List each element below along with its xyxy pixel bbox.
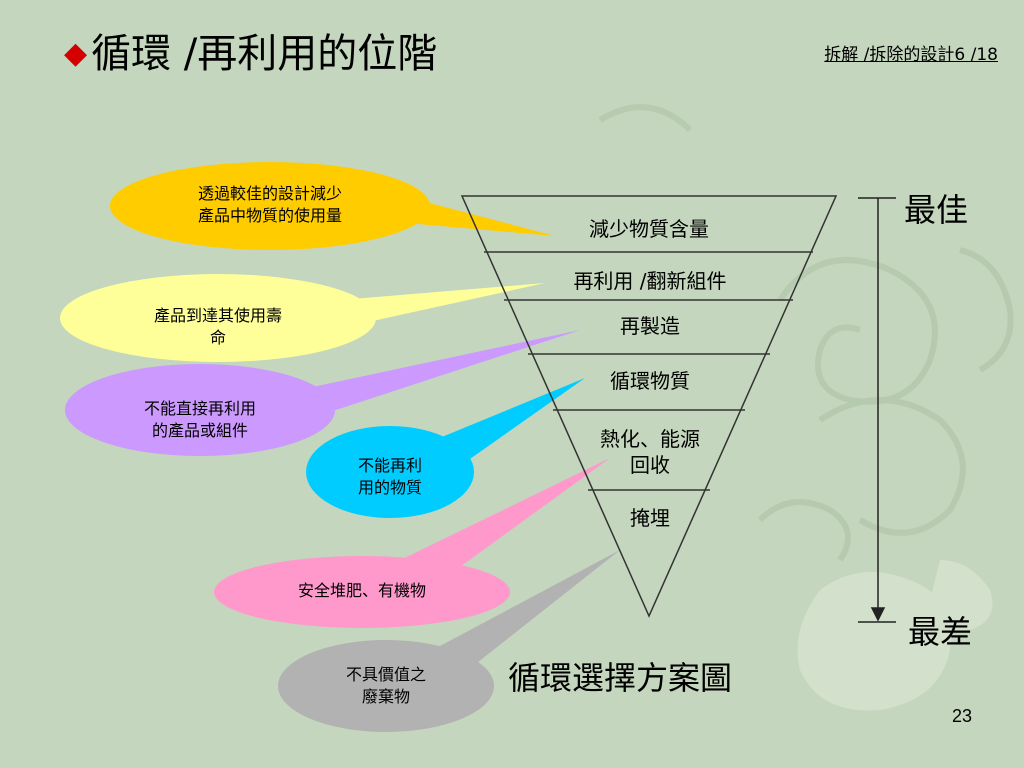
page-number: 23 [952,706,973,726]
callout-non-reusable-materials [306,378,585,518]
callout-compost [214,458,610,628]
callout-reduce [110,162,555,250]
diamond-bullet-icon: ◆ [64,36,88,71]
inverted-pyramid [460,195,838,618]
slide-title: ◆循環 /再利用的位階 [64,31,438,77]
scale-arrow [858,197,896,623]
callout-text-compost: 安全堆肥、有機物 [297,581,426,600]
callout-text-non-reusable-materials: 不能再利 用的物質 [357,456,422,497]
callout-text-waste: 不具價值之 廢棄物 [345,665,426,706]
callout-text-end-of-life: 產品到達其使用壽 命 [153,306,282,347]
diagram-caption: 循環選擇方案圖 [508,659,733,697]
scale-best-label: 最佳 [904,191,969,229]
header-link[interactable]: 拆解 /拆除的設計6 /18 [824,45,998,65]
callout-non-reusable-products [65,330,580,456]
pyramid-layer-energy-recovery: 熱化、能源 回收 [600,427,700,477]
pyramid-layer-reduce: 減少物質含量 [589,217,709,241]
callout-waste [278,550,620,732]
callout-text-non-reusable-products: 不能直接再利用 的產品或組件 [143,399,256,440]
pyramid-layer-remanufacture: 再製造 [620,314,680,338]
scale-worst-label: 最差 [908,613,973,651]
callout-end-of-life [60,274,545,362]
pyramid-layer-recycle: 循環物質 [610,369,690,393]
pyramid-layer-landfill: 掩埋 [630,506,670,530]
pyramid-layer-reuse: 再利用 /翻新組件 [573,269,727,293]
callout-text-reduce: 透過較佳的設計減少 產品中物質的使用量 [197,184,342,225]
